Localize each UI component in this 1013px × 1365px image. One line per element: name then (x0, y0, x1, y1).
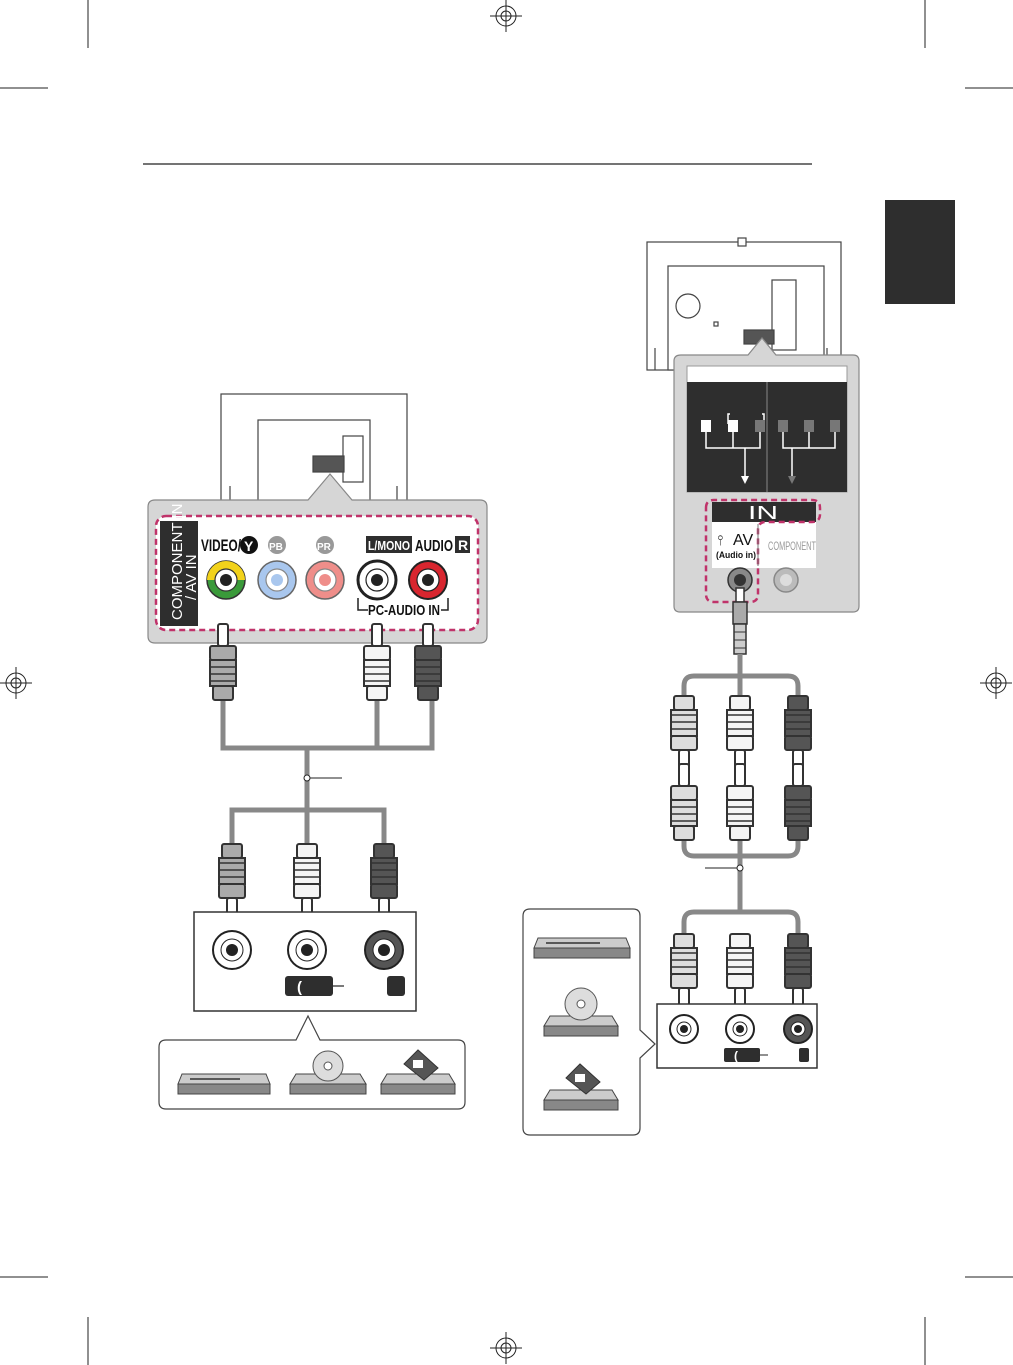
av-label: AV (733, 532, 753, 549)
pr-jack[interactable] (306, 561, 344, 599)
audio-in-label: (Audio in) (716, 550, 756, 560)
audio-l-jack[interactable] (358, 561, 396, 599)
av-in-label: / AV IN (183, 554, 200, 600)
left-device-jack-panel: ( (194, 912, 416, 1011)
right-lower-plugs (671, 764, 811, 840)
right-port-panel: IN ⫯ AV (Audio in) COMPONENT (674, 338, 859, 612)
device-audio-r-jack[interactable] (784, 1015, 812, 1043)
pb-jack[interactable] (258, 561, 296, 599)
right-device-jack-panel: ( (657, 1004, 817, 1068)
left-device-callout (159, 1016, 465, 1109)
right-device-plugs (671, 934, 811, 1010)
registration-mark-top (490, 0, 522, 32)
registration-mark-left (0, 667, 32, 699)
right-upper-plugs (671, 696, 811, 772)
rca-plug-icon (671, 934, 697, 1010)
audio-r-jack[interactable] (409, 561, 447, 599)
audio-label: AUDIO (415, 538, 453, 555)
pb-badge: PB (269, 542, 283, 553)
rca-plug-icon (727, 696, 753, 772)
rca-plug-icon (219, 844, 245, 920)
video-y-jack[interactable] (207, 561, 245, 599)
video-label: VIDEO/ (201, 536, 241, 555)
rca-plug-icon (371, 844, 397, 920)
rca-plug-icon (671, 764, 697, 840)
rca-plug-icon (727, 934, 753, 1010)
rca-plug-icon (785, 696, 811, 772)
device-audio-l-jack[interactable] (288, 931, 326, 969)
device-video-jack[interactable] (670, 1015, 698, 1043)
dvd-player-icon (534, 938, 630, 958)
in-label: IN (748, 503, 778, 523)
rca-plug-icon (294, 844, 320, 920)
left-bottom-plugs (219, 844, 397, 920)
lmono-label: L/MONO (368, 538, 410, 553)
rca-plug-icon (785, 764, 811, 840)
component-mini-jack[interactable] (774, 568, 798, 592)
r-badge: R (458, 537, 468, 553)
left-port-panel: COMPONENT IN / AV IN VIDEO/ Y PB PR L/MO… (148, 474, 487, 643)
device-audio-r-jack[interactable] (365, 931, 403, 969)
right-tv-back (647, 238, 841, 370)
registration-mark-bottom (490, 1332, 522, 1364)
y-badge: Y (244, 538, 254, 554)
device-label-bracket: ( (734, 1049, 738, 1063)
device-video-jack[interactable] (213, 931, 251, 969)
rca-plug-icon (785, 934, 811, 1010)
pr-badge: PR (317, 542, 332, 553)
dvd-player-icon (178, 1074, 270, 1094)
right-device-callout (523, 909, 655, 1135)
left-cable-harness (223, 700, 432, 848)
chapter-tab (885, 200, 955, 304)
registration-mark-right (980, 667, 1012, 699)
component-label: COMPONENT (768, 539, 816, 553)
pc-audio-label: PC-AUDIO IN (368, 602, 440, 619)
device-label-bracket: ( (297, 979, 302, 996)
av-mini-jack-symbol: ⫯ (717, 532, 723, 548)
rca-plug-icon (671, 696, 697, 772)
rca-plug-icon (727, 764, 753, 840)
device-audio-l-jack[interactable] (726, 1015, 754, 1043)
device-label-box (285, 976, 333, 996)
left-tv-back (221, 394, 407, 504)
